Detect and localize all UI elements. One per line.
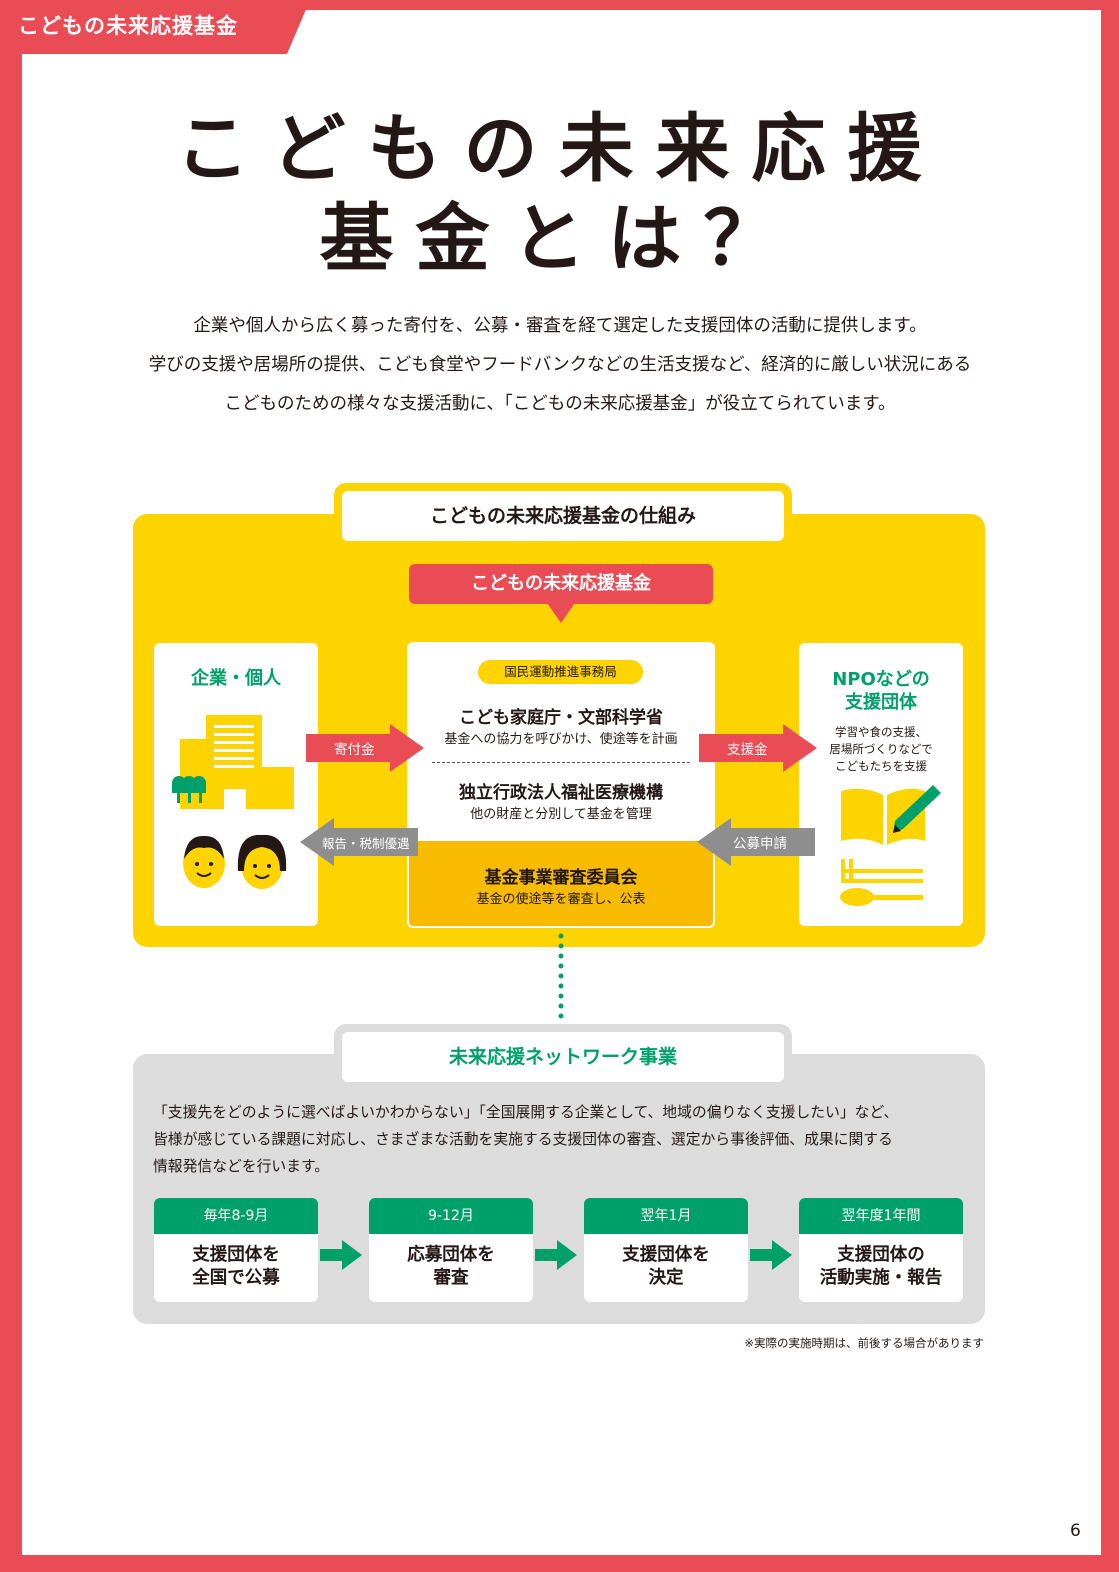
intro-line: 学びの支援や居場所の提供、こども食堂やフードバンクなどの生活支援など、経済的に厳… bbox=[148, 355, 972, 375]
step-period: 毎年8-9月 bbox=[154, 1198, 318, 1234]
donors-panel: 企業・個人 bbox=[154, 643, 318, 926]
network-desc-line: 「支援先をどのように選べばよいかわからない」「全国展開する企業として、地域の偏り… bbox=[153, 1104, 899, 1121]
step-text-line: 支援団体の bbox=[837, 1245, 925, 1265]
step-card: 翌年度1年間 支援団体の 活動実施・報告 bbox=[799, 1198, 963, 1302]
page-number: 6 bbox=[1070, 1521, 1081, 1541]
page-title-line2: 基金とは？ bbox=[319, 196, 800, 282]
dotted-connector bbox=[558, 933, 564, 1019]
npo-heading-line2: 支援団体 bbox=[845, 692, 917, 713]
book-pencil-icon bbox=[840, 785, 941, 906]
people-icon bbox=[183, 834, 287, 889]
committee-box: 基金事業審査委員会 基金の使途等を審査し、公表 bbox=[407, 841, 715, 928]
intro-line: こどものための様々な支援活動に、「こどもの未来応援基金」が役立てられています。 bbox=[224, 394, 896, 414]
step-text-line: 支援団体を bbox=[192, 1245, 280, 1265]
org2-desc: 他の財産と分別して基金を管理 bbox=[470, 807, 652, 822]
step-period: 翌年度1年間 bbox=[799, 1198, 963, 1234]
report-label: 報告・税制優遇 bbox=[322, 835, 410, 851]
npo-heading-line1: NPOなどの bbox=[832, 669, 930, 690]
npo-panel: NPOなどの 支援団体 学習や食の支援、 居場所づくりなどで こどもたちを支援 bbox=[799, 643, 963, 926]
support-money-label: 支援金 bbox=[727, 742, 768, 758]
org1-desc: 基金への協力を呼びかけ、使途等を計画 bbox=[444, 732, 678, 747]
page-title-line1: こどもの未来応援 bbox=[175, 106, 944, 192]
committee-name: 基金事業審査委員会 bbox=[484, 868, 638, 888]
step-card: 毎年8-9月 支援団体を 全国で公募 bbox=[154, 1198, 318, 1302]
step-text-line: 審査 bbox=[433, 1268, 469, 1288]
fund-banner: こどもの未来応援基金 bbox=[409, 564, 713, 604]
step-text-line: 全国で公募 bbox=[192, 1268, 280, 1288]
npo-desc-line: 居場所づくりなどで bbox=[829, 742, 933, 756]
fund-banner-pointer bbox=[547, 603, 575, 623]
network-desc-line: 皆様が感じている課題に対応し、さまざまな活動を実施する支援団体の審査、選定から事… bbox=[153, 1131, 893, 1148]
step-period: 9-12月 bbox=[369, 1198, 533, 1234]
building-icon bbox=[172, 715, 294, 809]
corner-label: こどもの未来応援基金 bbox=[0, 0, 310, 54]
npo-desc-line: 学習や食の支援、 bbox=[835, 725, 927, 739]
committee-desc: 基金の使途等を審査し、公表 bbox=[476, 892, 646, 907]
application-label: 公募申請 bbox=[733, 836, 787, 852]
intro-line: 企業や個人から広く募った寄付を、公募・審査を経て選定した支援団体の活動に提供しま… bbox=[193, 316, 927, 336]
step-text-line: 応募団体を bbox=[407, 1245, 495, 1265]
npo-desc-line: こどもたちを支援 bbox=[835, 759, 927, 773]
org1-name: こども家庭庁・文部科学省 bbox=[459, 708, 663, 728]
intro-text: 企業や個人から広く募った寄付を、公募・審査を経て選定した支援団体の活動に提供しま… bbox=[60, 307, 1060, 424]
dashed-divider bbox=[432, 762, 690, 763]
org2-name: 独立行政法人福祉医療機構 bbox=[459, 783, 663, 803]
step-period: 翌年1月 bbox=[584, 1198, 748, 1234]
step-text-line: 活動実施・報告 bbox=[819, 1268, 943, 1288]
donors-heading: 企業・個人 bbox=[191, 668, 281, 689]
network-description: 「支援先をどのように選べばよいかわからない」「全国展開する企業として、地域の偏り… bbox=[153, 1099, 973, 1180]
step-card: 翌年1月 支援団体を 決定 bbox=[584, 1198, 748, 1302]
step-text-line: 支援団体を bbox=[622, 1245, 710, 1265]
network-title: 未来応援ネットワーク事業 bbox=[342, 1032, 784, 1082]
network-desc-line: 情報発信などを行います。 bbox=[153, 1158, 330, 1175]
step-card: 9-12月 応募団体を 審査 bbox=[369, 1198, 533, 1302]
donation-label: 寄付金 bbox=[334, 742, 375, 758]
step-text-line: 決定 bbox=[648, 1268, 684, 1288]
timing-footnote: ※実際の実施時期は、前後する場合があります bbox=[744, 1336, 984, 1350]
mechanism-title: こどもの未来応援基金の仕組み bbox=[342, 491, 784, 541]
secretariat-pill: 国民運動推進事務局 bbox=[478, 660, 643, 684]
